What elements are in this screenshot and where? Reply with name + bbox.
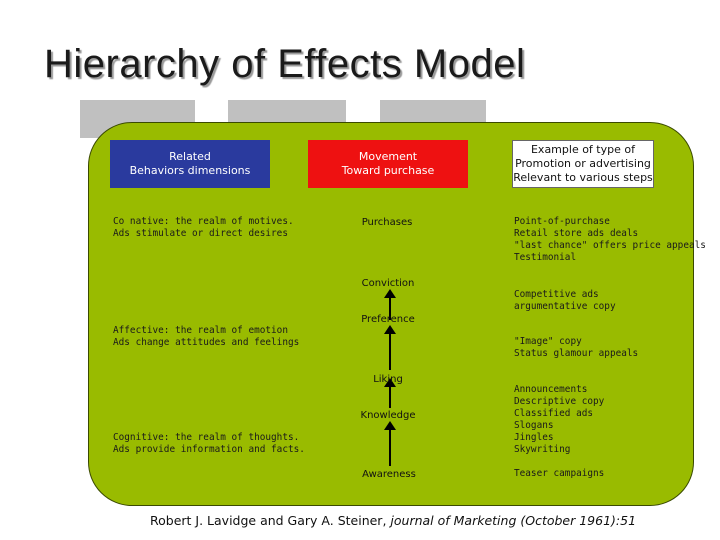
dimension-affective: Affective: the realm of emotion Ads chan… <box>113 325 300 348</box>
stage-awareness: Awareness <box>362 469 416 480</box>
stage-liking: Liking <box>373 374 403 385</box>
citation-journal: journal of Marketing (October 1961):51 <box>390 513 637 528</box>
connector-knowledge-liking <box>389 384 391 408</box>
header-movement-label: Movement Toward purchase <box>341 150 435 177</box>
slide-title: Hierarchy of Effects Model <box>44 42 526 86</box>
arrow-to-conviction <box>384 289 396 298</box>
example-teaser: Teaser campaigns <box>514 468 605 479</box>
stage-preference: Preference <box>361 314 415 325</box>
stage-conviction: Conviction <box>361 278 415 289</box>
header-examples-label: Example of type of Promotion or advertis… <box>513 143 653 184</box>
header-behaviors-label: Related Behaviors dimensions <box>129 150 251 177</box>
citation: Robert J. Lavidge and Gary A. Steiner, j… <box>150 513 636 528</box>
connector-preference-conviction <box>389 298 391 320</box>
stage-purchases: Purchases <box>361 217 413 228</box>
header-examples: Example of type of Promotion or advertis… <box>512 140 654 188</box>
connector-awareness-knowledge <box>389 430 391 466</box>
dimension-cognitive: Cognitive: the realm of thoughts. Ads pr… <box>113 432 305 455</box>
stage-knowledge: Knowledge <box>360 410 416 421</box>
arrow-to-knowledge <box>384 421 396 430</box>
arrow-to-liking <box>384 378 396 387</box>
example-competitive: Competitive ads argumentative copy <box>514 289 616 312</box>
header-behaviors: Related Behaviors dimensions <box>110 140 270 188</box>
connector-liking-preference <box>389 334 391 370</box>
dimension-conative: Co native: the realm of motives. Ads sti… <box>113 216 294 239</box>
example-announcements: Announcements Descriptive copy Classifie… <box>514 384 605 455</box>
header-movement: Movement Toward purchase <box>308 140 468 188</box>
citation-authors: Robert J. Lavidge and Gary A. Steiner, <box>150 513 387 528</box>
example-image: "Image" copy Status glamour appeals <box>514 336 639 359</box>
arrow-to-preference <box>384 325 396 334</box>
example-purchase: Point-of-purchase Retail store ads deals… <box>514 216 706 263</box>
